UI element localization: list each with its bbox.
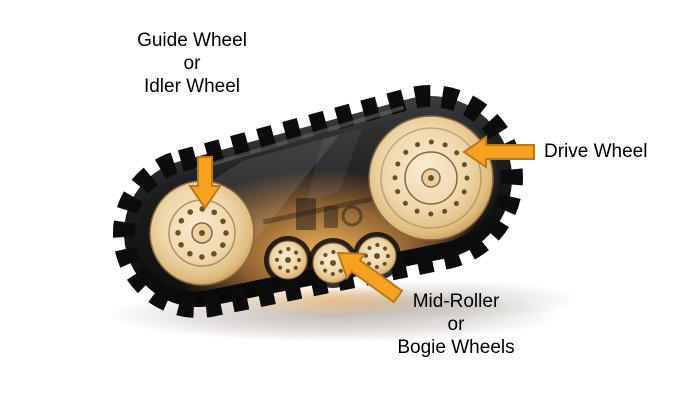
track-top-sheen xyxy=(196,106,404,170)
bogie-wheel xyxy=(264,236,312,284)
guide-wheel-arrow-icon xyxy=(188,156,222,210)
label-line: Bogie Wheels xyxy=(397,337,515,358)
label-line: Guide Wheel xyxy=(137,30,247,51)
mid-roller-arrow-icon xyxy=(336,251,404,304)
label-guide-wheel: Guide Wheel or Idler Wheel xyxy=(92,29,292,98)
idler-bolt-ring xyxy=(175,206,229,260)
label-drive-wheel: Drive Wheel xyxy=(544,140,696,163)
label-line: or xyxy=(447,314,465,335)
drive-wheel-arrow-icon xyxy=(462,135,535,169)
label-line: Mid-Roller xyxy=(412,291,500,312)
label-line: or xyxy=(183,53,201,74)
label-line: Idler Wheel xyxy=(143,76,241,97)
drive-wheel-graphic xyxy=(368,115,494,241)
track-tread-lugs xyxy=(113,85,523,318)
label-line: Drive Wheel xyxy=(544,141,648,162)
drive-bolt-ring xyxy=(392,139,470,217)
idler-wheel-graphic xyxy=(149,180,255,286)
label-mid-roller: Mid-Roller or Bogie Wheels xyxy=(356,290,556,359)
suspension-detail xyxy=(262,196,374,230)
